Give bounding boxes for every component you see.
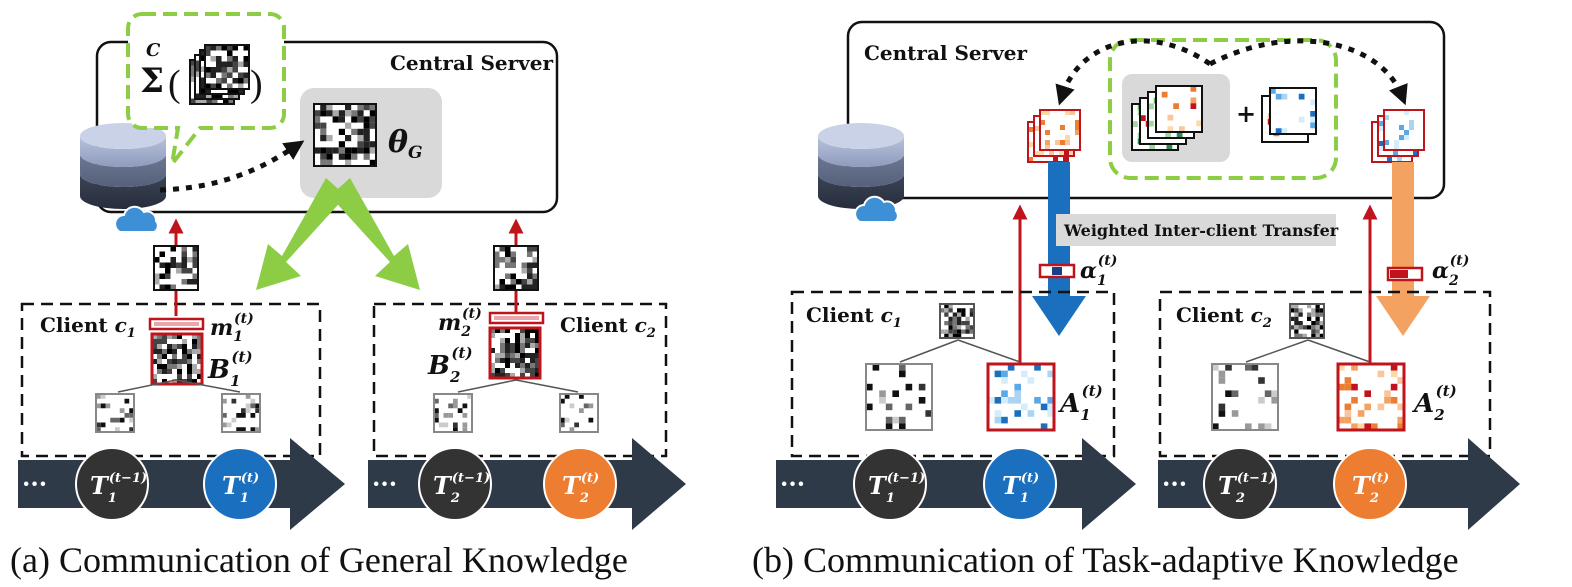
client-2-label-a: Client c2 — [560, 313, 656, 341]
server-adaptive-stack-2 — [1371, 109, 1425, 163]
transfer-dotted-arc-right — [1208, 38, 1408, 106]
client-1-shared-base-b — [939, 303, 975, 339]
client-1-prev-adaptive-b — [865, 363, 933, 431]
svg-text:T1(t−1): T1(t−1) — [90, 471, 147, 506]
client-2-box-a — [372, 302, 668, 458]
client-2-adaptive-label: A2(t) — [1411, 382, 1457, 424]
sum-superscript: C — [146, 40, 161, 61]
timeline-dots-b1: ··· — [780, 469, 805, 498]
svg-text:T1(t): T1(t) — [222, 471, 259, 506]
client-2-task-matrix-cur — [559, 393, 599, 433]
task-circle-prev-b1 — [853, 447, 927, 521]
svg-text:T1(t−1): T1(t−1) — [868, 471, 925, 506]
orange-transfer-shaft — [1392, 162, 1414, 298]
client-1-box-a — [20, 302, 322, 458]
client-1-task-matrix-cur — [221, 393, 261, 433]
cloud-icon-a — [114, 205, 159, 233]
weighted-transfer-label: Weighted Inter-client Transfer — [1063, 221, 1339, 240]
client-1-base-label: B1(t) — [207, 348, 253, 390]
base-stack-icon — [189, 44, 250, 105]
sum-close-paren: ) — [250, 63, 263, 105]
plus-sign: + — [1236, 99, 1256, 128]
client-2-adaptive-matrix-b — [1336, 362, 1406, 432]
caption-b: (b) Communication of Task-adaptive Knowl… — [752, 540, 1459, 580]
svg-text:T2(t): T2(t) — [1352, 471, 1389, 506]
green-adaptive-stack — [1131, 85, 1203, 151]
client-1-mask-label: m1(t) — [210, 311, 254, 345]
panel-a: Central Server C Σ ( ) θG Clien — [10, 12, 686, 580]
timeline-dots-a1: ··· — [22, 469, 47, 498]
database-icon-a — [80, 123, 166, 209]
client-1-base-matrix — [150, 332, 204, 386]
timeline-dots-b2: ··· — [1162, 469, 1187, 498]
client-1-task-matrix-prev — [95, 393, 135, 433]
sum-symbol: Σ — [140, 61, 164, 101]
cloud-icon-b — [854, 195, 899, 223]
svg-text:T2(t−1): T2(t−1) — [1218, 471, 1275, 506]
client-1-box-b — [790, 290, 1116, 458]
panel-b: Central Server + Weighted Inter-clie — [752, 20, 1520, 580]
caption-a: (a) Communication of General Knowledge — [10, 540, 628, 580]
global-weight-matrix — [313, 103, 377, 167]
timeline-arrow-b1 — [776, 438, 1136, 530]
client-2-shared-base-b — [1289, 303, 1325, 339]
task-circle-prev-a2 — [418, 447, 492, 521]
task-circle-prev-b2 — [1203, 447, 1277, 521]
client-2-label-b: Client c2 — [1176, 303, 1272, 331]
client-2-task-matrix-prev — [433, 393, 473, 433]
task-circle-prev-a1 — [75, 447, 149, 521]
server-adaptive-stack-1 — [1027, 109, 1081, 163]
orange-adaptive-stack — [1261, 87, 1317, 143]
alpha-1-label: α1(t) — [1080, 253, 1117, 289]
central-server-title-a: Central Server — [390, 51, 554, 75]
sum-open-paren: ( — [168, 63, 181, 105]
task-circle-cur-b2 — [1333, 447, 1407, 521]
client-1-adaptive-label: A1(t) — [1057, 382, 1103, 424]
client-2-base-label: B2(t) — [427, 344, 473, 386]
broadcast-green-arrows — [256, 178, 420, 290]
client-1-uploaded-matrix — [153, 245, 199, 291]
svg-text:T1(t): T1(t) — [1002, 471, 1039, 506]
client-2-mask-label: m2(t) — [438, 306, 482, 340]
task-circle-cur-a1 — [203, 447, 277, 521]
client-1-label-b: Client c1 — [806, 303, 902, 331]
client-2-prev-adaptive-b — [1211, 363, 1279, 431]
timeline-dots-a2: ··· — [372, 469, 397, 498]
client-2-base-matrix — [488, 326, 542, 380]
transfer-dotted-arc-left — [1055, 38, 1212, 106]
svg-text:T2(t): T2(t) — [562, 471, 599, 506]
db-to-server-dotted-arrow — [159, 140, 305, 193]
client-2-uploaded-matrix — [493, 245, 539, 291]
client-1-label-a: Client c1 — [40, 313, 136, 341]
database-icon-b — [818, 123, 904, 209]
task-circle-cur-b1 — [983, 447, 1057, 521]
client-1-adaptive-matrix-b — [986, 362, 1056, 432]
orange-transfer-head — [1376, 296, 1430, 336]
task-circle-cur-a2 — [543, 447, 617, 521]
weighted-transfer-label-bg — [1056, 214, 1336, 246]
alpha-2-label: α2(t) — [1432, 253, 1469, 289]
timeline-arrow-a1 — [18, 438, 345, 530]
central-server-title-b: Central Server — [864, 41, 1028, 65]
blue-transfer-head — [1032, 296, 1086, 336]
theta-g-label: θG — [388, 125, 423, 163]
svg-text:T2(t−1): T2(t−1) — [433, 471, 490, 506]
timeline-arrow-a2 — [368, 438, 686, 530]
